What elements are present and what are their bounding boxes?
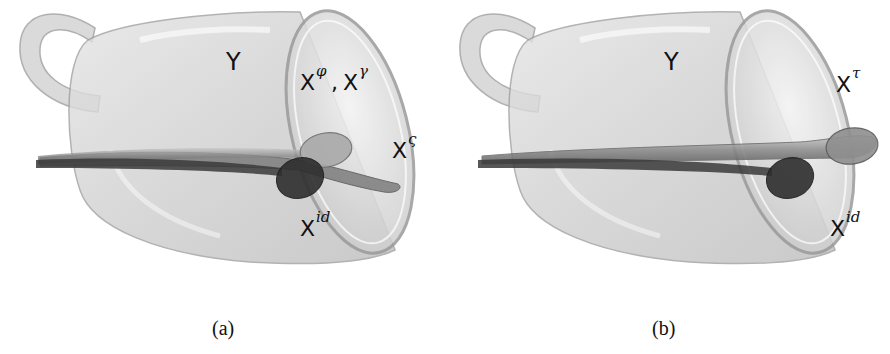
transform-superscript: ς [408, 132, 416, 147]
shape-label: X [830, 218, 845, 240]
transform-superscript: id [316, 210, 330, 225]
shape-label: X [300, 218, 315, 240]
set-label: Y [226, 50, 241, 74]
shape-label: X [836, 74, 851, 96]
set-label: Y [664, 50, 679, 74]
transform-superscript: φ [316, 64, 327, 79]
panel-caption: (b) [652, 318, 675, 338]
shape-label: X [392, 140, 407, 162]
transform-superscript: γ [359, 64, 368, 79]
shape-label: X [343, 72, 358, 94]
transform-superscript: τ [852, 66, 860, 81]
panel-caption: (a) [212, 318, 234, 338]
shape-label: X [300, 72, 315, 94]
separator: , [331, 72, 338, 94]
transform-superscript: id [846, 210, 860, 225]
